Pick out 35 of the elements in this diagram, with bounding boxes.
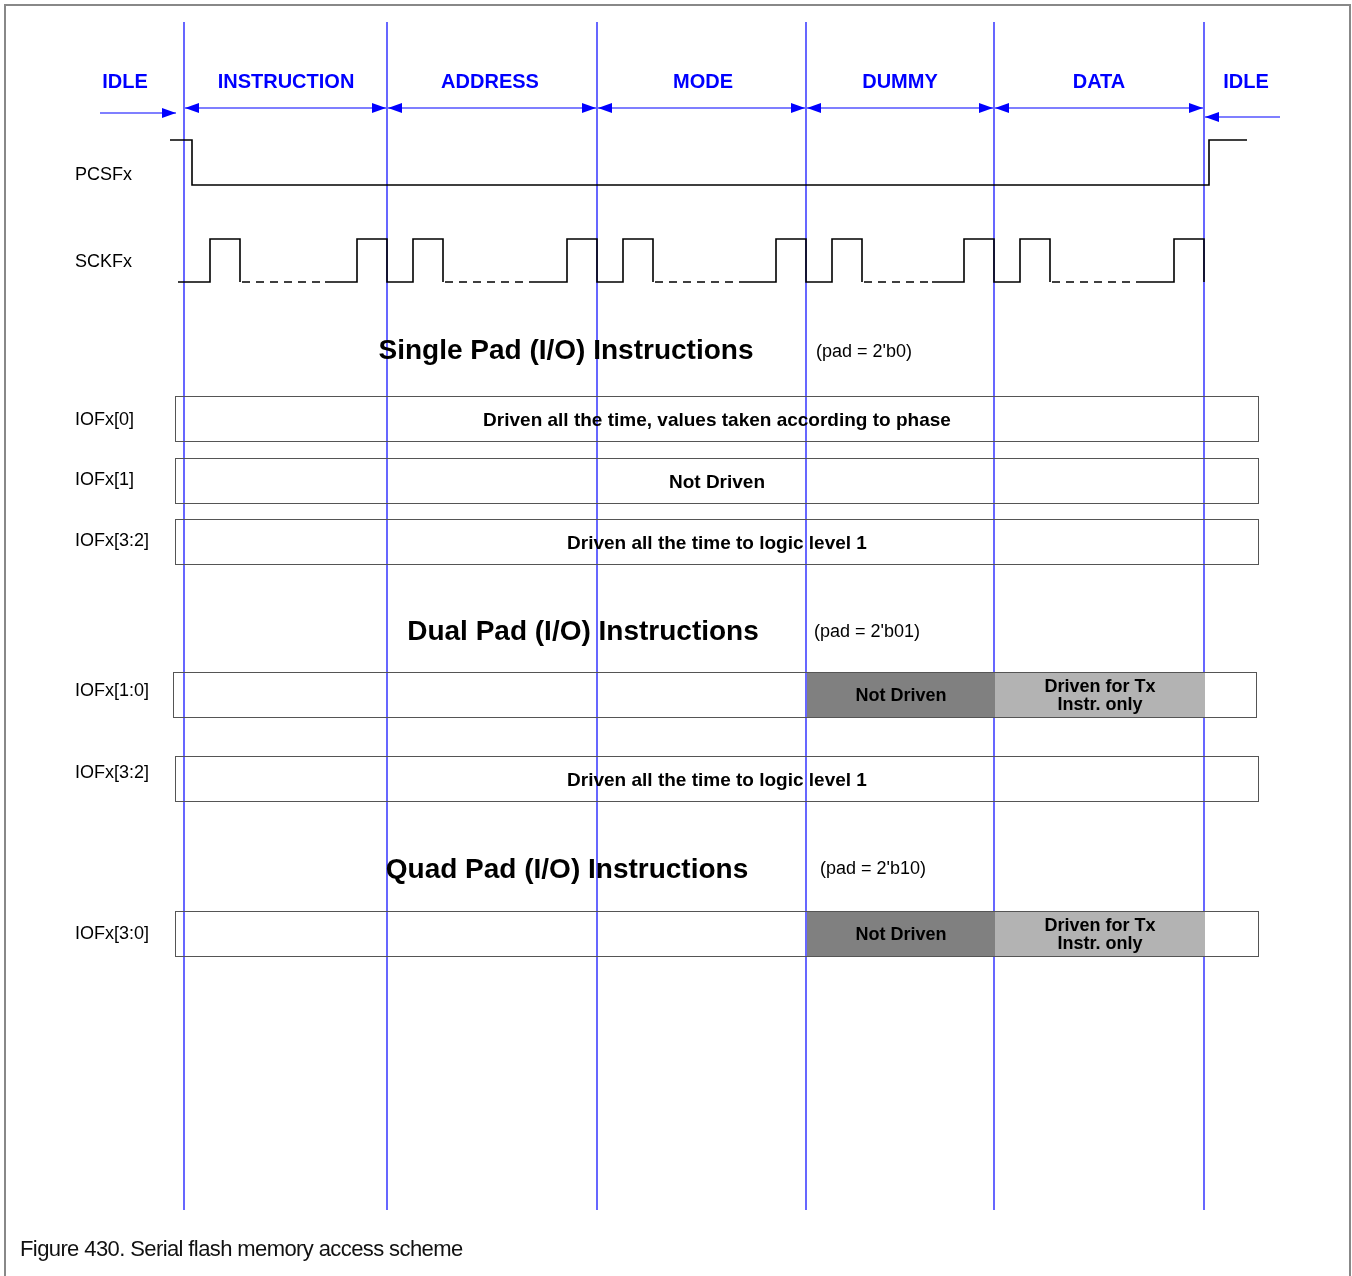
shaded-phase-segment <box>995 912 1205 956</box>
signal-state-bar <box>175 396 1259 442</box>
signal-name: IOFx[0] <box>75 409 134 431</box>
state-text: Driven for Tx Instr. only <box>1043 916 1157 952</box>
state-text: Not Driven <box>668 471 766 491</box>
state-text: Driven for Tx Instr. only <box>1043 677 1157 713</box>
phase-label: IDLE <box>102 69 148 93</box>
section-heading: Dual Pad (I/O) Instructions <box>407 614 759 648</box>
phase-label: IDLE <box>1223 69 1269 93</box>
pad-setting-note: (pad = 2'b01) <box>814 621 920 643</box>
phase-label: DATA <box>1072 69 1126 93</box>
shaded-phase-segment <box>807 673 995 717</box>
shaded-phase-segment <box>807 912 995 956</box>
state-text: Not Driven <box>855 686 947 704</box>
signal-name: IOFx[1] <box>75 469 134 491</box>
signal-name: IOFx[3:0] <box>75 923 150 945</box>
pad-setting-note: (pad = 2'b10) <box>820 858 926 880</box>
phase-label: ADDRESS <box>441 69 539 93</box>
signal-name: SCKFx <box>75 251 132 273</box>
signal-name: IOFx[3:2] <box>75 762 150 784</box>
figure-caption: Figure 430. Serial flash memory access scheme <box>20 1236 463 1262</box>
pad-setting-note: (pad = 2'b0) <box>816 341 912 363</box>
signal-name: IOFx[3:2] <box>75 530 150 552</box>
shaded-phase-segment <box>995 673 1205 717</box>
signal-name: PCSFx <box>75 164 132 186</box>
signal-name: IOFx[1:0] <box>75 680 150 702</box>
phase-label: DUMMY <box>862 69 938 93</box>
state-text: Not Driven <box>855 925 947 943</box>
signal-state-bar <box>175 756 1259 802</box>
phase-label: MODE <box>673 69 733 93</box>
signal-state-bar <box>173 672 1257 718</box>
signal-state-bar <box>175 519 1259 565</box>
signal-state-bar <box>175 911 1259 957</box>
phase-label: INSTRUCTION <box>217 69 355 93</box>
signal-state-bar <box>175 458 1259 504</box>
